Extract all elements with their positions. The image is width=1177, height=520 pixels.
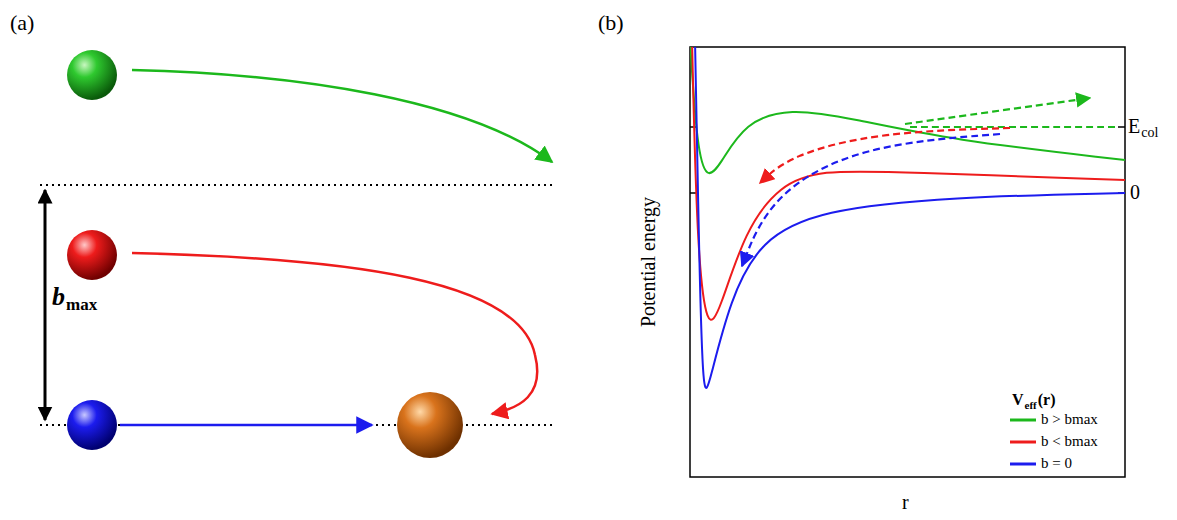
legend-text: b > bmax — [1041, 412, 1098, 427]
panel-letter: (a) — [10, 12, 34, 34]
dotted-line — [40, 184, 555, 186]
panel-b — [690, 40, 1125, 477]
red-curve — [692, 47, 1125, 320]
red-trajectory — [132, 253, 537, 414]
blue-curve — [695, 47, 1125, 388]
axis-title: Potential energy — [638, 197, 658, 327]
blue-dashed-arrow — [742, 134, 1000, 266]
legend-title: (r) — [1038, 392, 1056, 408]
dotted-line — [40, 424, 555, 426]
subscript: eff — [1025, 400, 1037, 411]
bmax-arrow — [44, 190, 47, 420]
legend-title: V — [1012, 392, 1024, 408]
panel-a — [40, 50, 555, 458]
green-sphere — [67, 50, 117, 100]
plot-frame — [690, 47, 1125, 477]
subscript: max — [66, 296, 97, 313]
energy-label: E — [1128, 116, 1140, 136]
red-sphere — [67, 230, 117, 280]
tick-label: 0 — [1130, 182, 1140, 202]
legend-text: b < bmax — [1041, 434, 1098, 449]
blue-sphere — [67, 400, 117, 450]
target-sphere — [397, 392, 463, 458]
blue-trajectory — [120, 424, 372, 427]
impact-parameter: b — [52, 284, 65, 310]
axis-title: r — [902, 492, 909, 512]
green-dashed-arrow — [905, 98, 1090, 124]
green-curve — [690, 47, 1125, 173]
green-dashed-line — [910, 126, 1118, 128]
legend-text: b = 0 — [1041, 456, 1072, 471]
legend-line — [1010, 441, 1036, 444]
legend-line — [1010, 419, 1036, 422]
legend-line — [1010, 463, 1036, 466]
subscript: col — [1141, 126, 1158, 140]
panel-letter: (b) — [598, 12, 624, 34]
tick — [1118, 126, 1125, 128]
green-trajectory — [132, 70, 552, 162]
